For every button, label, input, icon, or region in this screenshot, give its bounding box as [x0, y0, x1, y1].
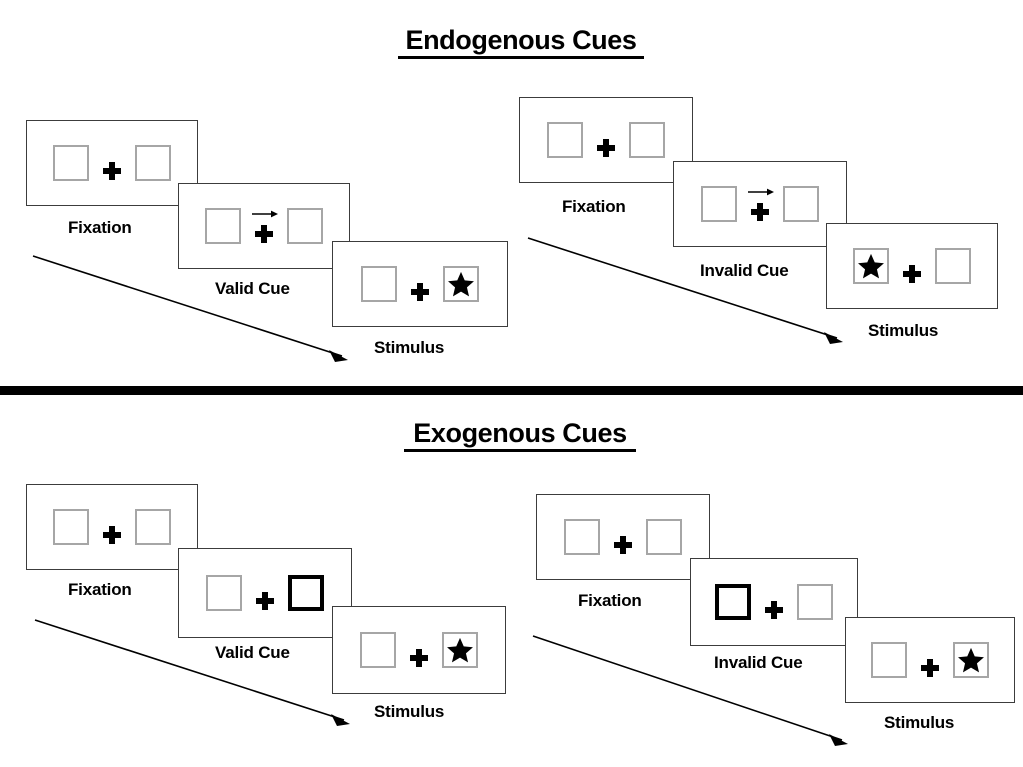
- fixation-cross-icon: [921, 659, 939, 677]
- exogenous-invalid-fixation-panel: [536, 494, 710, 580]
- left-placeholder-box: [564, 519, 600, 555]
- left-placeholder-box: [53, 509, 89, 545]
- fixation-cross-stack: [103, 509, 121, 545]
- panel-content: [179, 549, 351, 637]
- endogenous-invalid-fixation-label: Fixation: [562, 197, 626, 216]
- section-divider: [0, 386, 1023, 395]
- right-placeholder-box: [135, 509, 171, 545]
- fixation-cross-icon: [751, 203, 769, 221]
- panel-content: [27, 485, 197, 569]
- fixation-cross-icon: [597, 139, 615, 157]
- exogenous-invalid-fixation-label: Fixation: [578, 591, 642, 610]
- star-target-icon: [958, 647, 984, 673]
- fixation-cross-stack: [411, 266, 429, 302]
- fixation-cross-icon: [103, 526, 121, 544]
- panel-content: [333, 242, 507, 326]
- endogenous-invalid-cue-panel: [673, 161, 847, 247]
- endogenous-invalid-stimulus-panel: [826, 223, 998, 309]
- right-placeholder-box: [135, 145, 171, 181]
- left-placeholder-box: [701, 186, 737, 222]
- endogenous-valid-cue-label: Valid Cue: [215, 279, 290, 298]
- endogenous-valid-stimulus-label: Stimulus: [374, 338, 445, 357]
- right-placeholder-box: [646, 519, 682, 555]
- fixation-cross-stack: [921, 642, 939, 678]
- left-placeholder-box: [361, 266, 397, 302]
- fixation-cross-stack: [903, 248, 921, 284]
- right-cued-box: [288, 575, 324, 611]
- fixation-cross-icon: [255, 225, 273, 243]
- left-placeholder-box: [206, 575, 242, 611]
- endogenous-valid-fixation-panel: [26, 120, 198, 206]
- right-placeholder-box: [287, 208, 323, 244]
- rightward-cue-arrow-icon: [252, 210, 278, 218]
- panel-content: [520, 98, 692, 182]
- fixation-cross-stack: [614, 519, 632, 555]
- panel-content: [846, 618, 1014, 702]
- endogenous-valid-fixation-label: Fixation: [68, 218, 132, 237]
- right-target-box: [443, 266, 479, 302]
- exogenous-valid-stimulus-label: Stimulus: [374, 702, 445, 721]
- fixation-cross-stack: [765, 584, 783, 620]
- left-cued-box: [715, 584, 751, 620]
- exogenous-invalid-cue-panel: [690, 558, 858, 646]
- right-placeholder-box: [797, 584, 833, 620]
- fixation-cross-icon: [903, 265, 921, 283]
- fixation-cross-icon: [765, 601, 783, 619]
- panel-content: [179, 184, 349, 268]
- fixation-cross-icon: [103, 162, 121, 180]
- fixation-cross-icon: [614, 536, 632, 554]
- panel-content: [827, 224, 997, 308]
- right-placeholder-box: [783, 186, 819, 222]
- right-placeholder-box: [629, 122, 665, 158]
- endogenous-invalid-time-flow-arrow: [527, 237, 843, 344]
- panel-content: [691, 559, 857, 645]
- panel-content: [333, 607, 505, 693]
- exogenous-valid-cue-label: Valid Cue: [215, 643, 290, 662]
- exogenous-section-title: Exogenous Cues: [404, 418, 636, 453]
- left-placeholder-box: [871, 642, 907, 678]
- fixation-cross-stack: [748, 186, 774, 222]
- fixation-cross-icon: [411, 283, 429, 301]
- exogenous-invalid-stimulus-panel: [845, 617, 1015, 703]
- exogenous-valid-time-flow-arrow: [34, 619, 350, 726]
- panel-content: [27, 121, 197, 205]
- left-placeholder-box: [360, 632, 396, 668]
- endogenous-invalid-stimulus-label: Stimulus: [868, 321, 939, 340]
- exogenous-invalid-time-flow-arrow: [532, 635, 848, 746]
- endogenous-valid-time-flow-arrow: [32, 255, 348, 362]
- endogenous-valid-cue-panel: [178, 183, 350, 269]
- fixation-cross-stack: [597, 122, 615, 158]
- left-placeholder-box: [205, 208, 241, 244]
- rightward-cue-arrow-icon: [748, 188, 774, 196]
- right-placeholder-box: [935, 248, 971, 284]
- fixation-cross-icon: [256, 592, 274, 610]
- endogenous-invalid-fixation-panel: [519, 97, 693, 183]
- endogenous-invalid-cue-label: Invalid Cue: [700, 261, 789, 280]
- right-target-box: [442, 632, 478, 668]
- exogenous-valid-cue-panel: [178, 548, 352, 638]
- endogenous-section-title: Endogenous Cues: [398, 25, 644, 60]
- left-placeholder-box: [547, 122, 583, 158]
- fixation-cross-stack: [252, 208, 278, 244]
- exogenous-valid-fixation-label: Fixation: [68, 580, 132, 599]
- fixation-cross-stack: [103, 145, 121, 181]
- exogenous-valid-stimulus-panel: [332, 606, 506, 694]
- panel-content: [674, 162, 846, 246]
- star-target-icon: [447, 637, 473, 663]
- exogenous-valid-fixation-panel: [26, 484, 198, 570]
- left-target-box: [853, 248, 889, 284]
- endogenous-valid-stimulus-panel: [332, 241, 508, 327]
- exogenous-invalid-cue-label: Invalid Cue: [714, 653, 803, 672]
- exogenous-invalid-stimulus-label: Stimulus: [884, 713, 955, 732]
- star-target-icon: [858, 253, 884, 279]
- fixation-cross-icon: [410, 649, 428, 667]
- star-target-icon: [448, 271, 474, 297]
- right-target-box: [953, 642, 989, 678]
- left-placeholder-box: [53, 145, 89, 181]
- fixation-cross-stack: [410, 632, 428, 668]
- panel-content: [537, 495, 709, 579]
- fixation-cross-stack: [256, 575, 274, 611]
